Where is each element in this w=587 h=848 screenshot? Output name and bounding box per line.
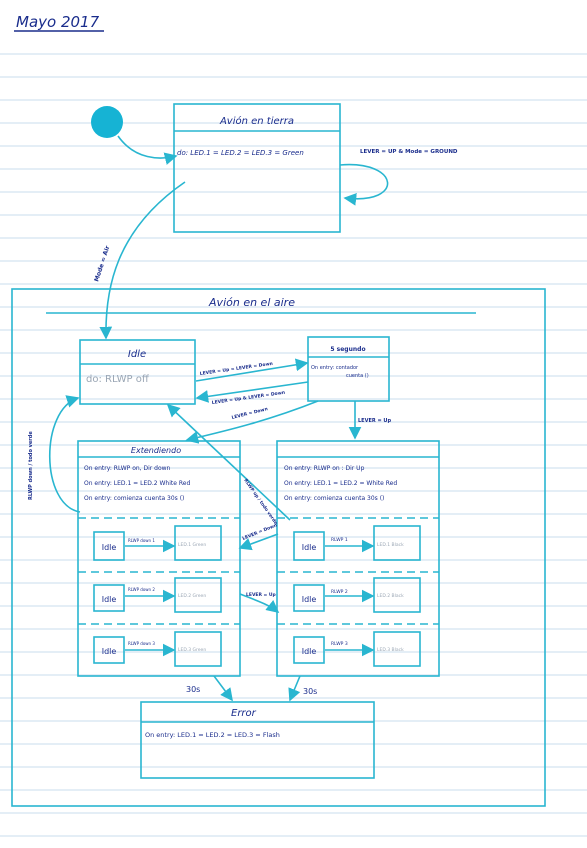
cross-right-to-left-arrow [238, 533, 279, 551]
retract-sub3-trigger: RLWP 3 [331, 641, 348, 647]
retract-sub1-idle-label: Idle [302, 543, 317, 552]
state-retracting-box [276, 440, 440, 677]
extend-sub3-idle [93, 636, 125, 664]
retract-to-idle-arrow [166, 403, 291, 521]
ground-self-loop [339, 163, 389, 206]
label-ground-to-air: Mode = Air [93, 245, 111, 283]
retracting-entry-3: On entry: comienza cuenta 30s () [284, 495, 384, 502]
extend-sub3-idle-label: Idle [102, 647, 117, 656]
state-air-box [11, 288, 546, 807]
state-wait5-action-b: cuenta () [346, 373, 369, 379]
state-error-box [140, 701, 375, 779]
extend-sub2-target: LED.2 Green [178, 593, 206, 599]
state-wait5-action-a: On entry: contador [311, 365, 359, 371]
extend-sub2-idle [93, 584, 125, 612]
label-retract-to-idle: RLWP up / todo verde [242, 478, 278, 526]
extend-to-idle-arrow [48, 395, 81, 513]
retract-sub3-idle-label: Idle [302, 647, 317, 656]
retracting-entry-2: On entry: LED.1 = LED.2 = White Red [284, 480, 397, 487]
ground-to-air-arrow [99, 181, 186, 340]
retract-sub3-target: LED.3 Black [377, 647, 404, 653]
extend-sub1-target: LED.1 Green [178, 542, 206, 548]
extend-sub1-idle-label: Idle [102, 543, 117, 552]
label-wait-to-retract: LEVER = Up [358, 418, 391, 424]
extend-sub1-trigger: RLWP down 1 [128, 538, 155, 543]
state-ground-title: Avión en tierra [219, 115, 294, 127]
label-wait-to-idle: LEVER = Up & LEVER = Down [211, 390, 285, 406]
idle-to-wait-arrow [195, 358, 309, 382]
state-idle-action: do: RLWP off [86, 374, 150, 385]
extend-sub1-idle [93, 531, 125, 561]
page-date: Mayo 2017 [16, 13, 100, 31]
label-timeout-left: 30s [186, 685, 200, 694]
state-extending-box [77, 440, 241, 677]
label-timeout-right: 30s [303, 687, 317, 696]
retract-sub2-idle [293, 584, 325, 612]
state-idle-title: Idle [128, 349, 146, 360]
state-ground-box [173, 103, 341, 233]
state-extending-title: Extendiendo [131, 446, 181, 455]
extending-entry-1: On entry: RLWP on, Dir down [84, 465, 171, 472]
ruled-lines [0, 53, 587, 837]
retract-sub2-idle-label: Idle [302, 595, 317, 604]
extending-entry-2: On entry: LED.1 = LED.2 White Red [84, 480, 190, 487]
state-air-title: Avión en el aire [208, 296, 295, 309]
state-wait5-title: 5 segundo [330, 346, 365, 353]
retract-sub1-target: LED.1 Black [377, 542, 404, 548]
retract-sub1-trigger: RLWP 1 [331, 537, 348, 543]
extend-sub3-target: LED.3 Green [178, 647, 206, 653]
retract-sub1-idle [293, 531, 325, 561]
label-extend-to-idle: RLWP down / todo verde [28, 431, 34, 500]
label-cross-left-to-right: LEVER = Up [246, 592, 277, 598]
retracting-entry-1: On entry: RLWP on : Dir Up [284, 465, 365, 472]
extend-sub3-trigger: RLWP down 3 [128, 641, 155, 646]
wait-to-extend-arrow [185, 400, 319, 444]
state-ground-action: do: LED.1 = LED.2 = LED.3 = Green [177, 149, 304, 157]
retract-sub2-target: LED.2 Black [377, 593, 404, 599]
retract-sub2-trigger: RLWP 2 [331, 589, 348, 595]
state-error-title: Error [231, 708, 257, 719]
wait-to-idle-arrow [195, 381, 309, 403]
state-idle-box [79, 339, 196, 405]
label-ground-self: LEVER = UP & Mode = GROUND [360, 149, 458, 155]
label-cross-right-to-left: LEVER = Down [242, 522, 279, 541]
cross-left-to-right-arrow [239, 593, 280, 613]
retract-sub3-idle [293, 636, 325, 664]
extending-entry-3: On entry: comienza cuenta 30s () [84, 495, 184, 502]
state-error-entry: On entry: LED.1 = LED.2 = LED.3 = Flash [145, 731, 280, 739]
extend-timeout-arrow [213, 675, 233, 702]
start-state-dot [91, 106, 123, 138]
label-wait-to-extend: LEVER = Down [231, 406, 268, 421]
extend-sub2-idle-label: Idle [102, 595, 117, 604]
retract-timeout-arrow [288, 675, 301, 702]
extend-sub2-trigger: RLWP down 2 [128, 587, 155, 592]
start-transition-arrow [117, 135, 178, 165]
